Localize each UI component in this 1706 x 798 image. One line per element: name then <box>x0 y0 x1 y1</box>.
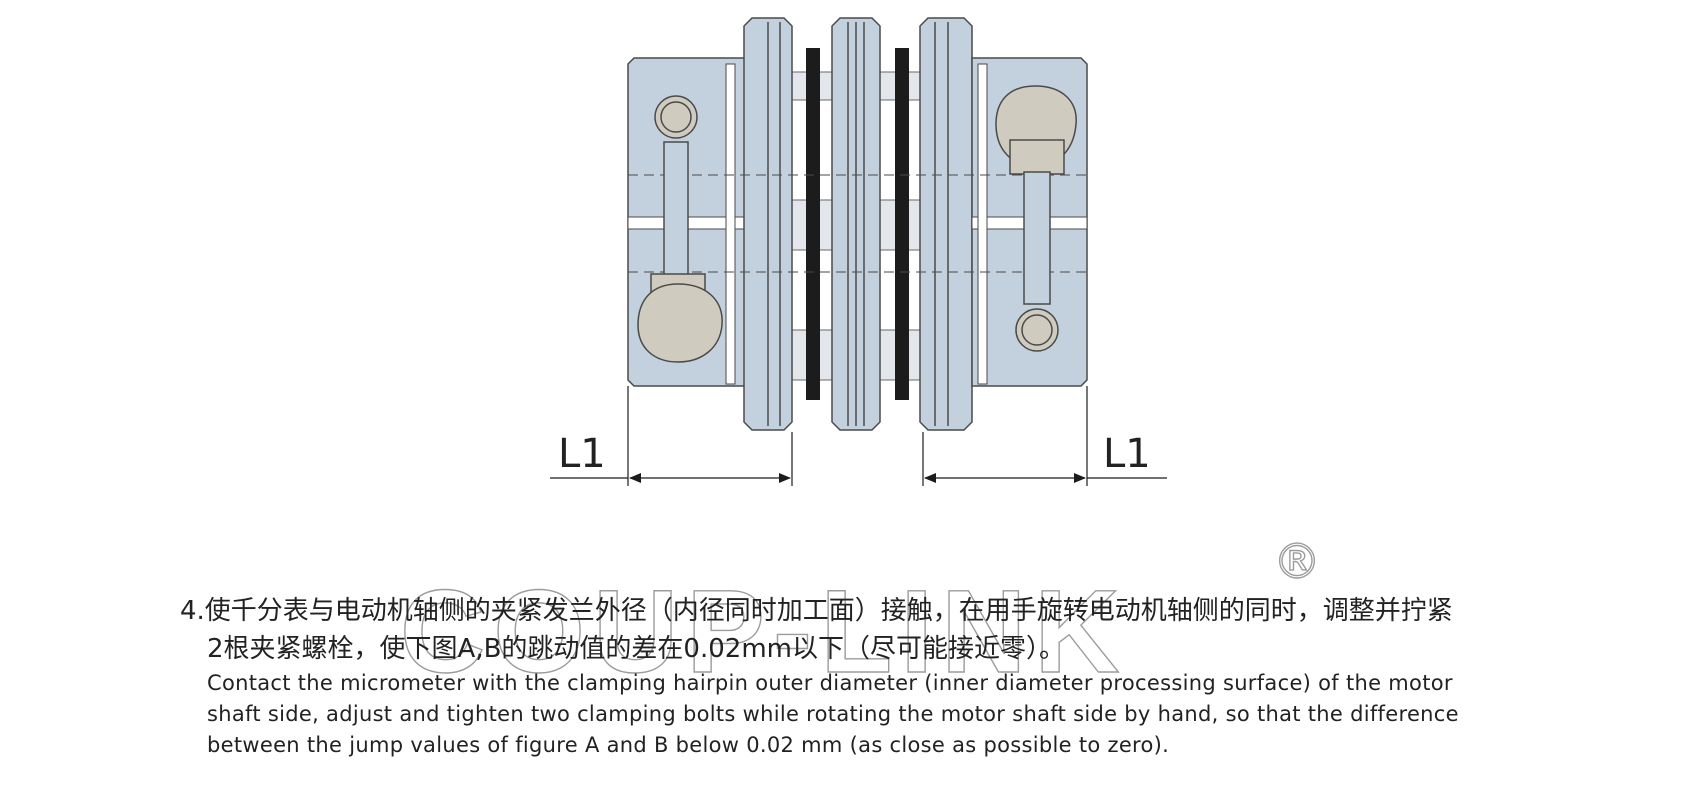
dim-right-label: L1 <box>1103 431 1151 477</box>
center-spacer <box>831 17 881 431</box>
right-clamp-screw <box>995 85 1077 352</box>
left-disc-pack <box>806 48 820 400</box>
instruction-en: Contact the micrometer with the clamping… <box>180 668 1660 761</box>
instruction-en-line-2: shaft side, adjust and tighten two clamp… <box>207 702 1459 726</box>
watermark-logo: COUP-LINK <box>400 566 1128 698</box>
instruction-cn-line-1: 4.使千分表与电动机轴侧的夹紧发兰外径（内径同时加工面）接触，在用手旋转电动机轴… <box>180 596 1453 626</box>
instruction-en-line-1: Contact the micrometer with the clamping… <box>207 671 1453 695</box>
dashed-centerlines <box>628 174 1087 273</box>
left-clamp-screw <box>637 95 723 363</box>
dim-left <box>550 386 793 486</box>
right-disc-pack <box>895 48 909 400</box>
dim-left-label: L1 <box>558 431 606 477</box>
dim-right <box>922 386 1167 486</box>
right-flange <box>919 17 973 431</box>
instruction-block: 4.使千分表与电动机轴侧的夹紧发兰外径（内径同时加工面）接触，在用手旋转电动机轴… <box>180 592 1660 761</box>
registered-mark: ® <box>1273 534 1321 590</box>
left-flange <box>743 17 793 431</box>
instruction-cn-line-2: 2根夹紧螺栓，使下图A,B的跳动值的差在0.02mm以下（尽可能接近零）。 <box>207 634 1065 664</box>
instruction-en-line-3: between the jump values of figure A and … <box>207 733 1170 757</box>
